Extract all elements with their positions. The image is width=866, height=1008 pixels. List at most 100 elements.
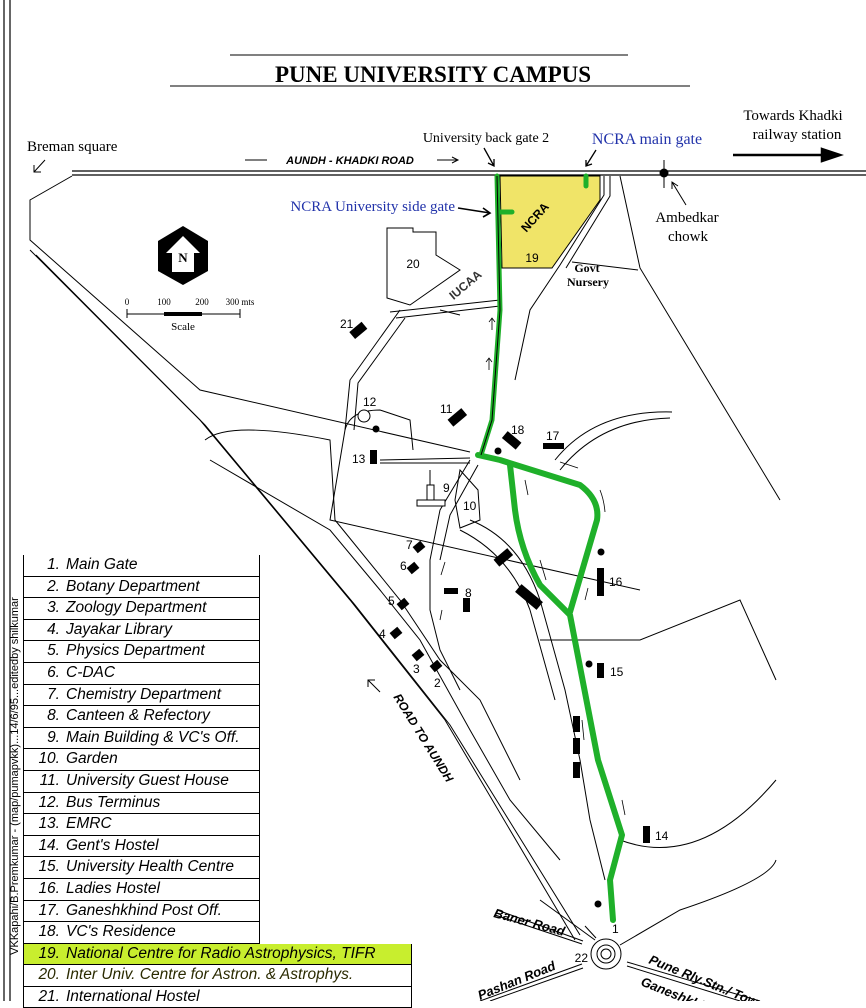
legend-item-number: 5.: [47, 642, 60, 660]
building-number: 17: [546, 429, 560, 443]
building-8b: [463, 598, 470, 612]
legend-item-label: Canteen & Refectory: [66, 707, 210, 725]
building-3: [411, 648, 425, 662]
roundabout: [479, 909, 761, 1001]
legend-item: 3.Zoology Department: [24, 598, 260, 620]
building-number: 16: [609, 575, 623, 589]
legend-item-label: Ladies Hostel: [66, 879, 160, 897]
legend-item-number: 11.: [39, 771, 60, 789]
building-unnamed: [515, 584, 543, 610]
legend-item: 19.National Centre for Radio Astrophysic…: [24, 943, 412, 966]
arrow-icon: [437, 156, 460, 164]
legend-item-number: 16.: [38, 879, 60, 897]
legend-item-label: EMRC: [66, 815, 112, 833]
bus-stop-marker: [585, 660, 593, 668]
legend-item-number: 21.: [38, 987, 60, 1005]
govt-nursery-label: Govt: [574, 261, 599, 275]
legend-item-label: National Centre for Radio Astrophysics, …: [66, 944, 376, 962]
legend-item-label: International Hostel: [66, 987, 200, 1005]
legend-item: 5. Physics Department: [24, 641, 260, 663]
legend-item-label: Inter Univ. Centre for Astron. & Astroph…: [66, 966, 354, 984]
legend-item-label: Bus Terminus: [66, 793, 161, 811]
legend-item-label: Physics Department: [66, 642, 205, 660]
legend-item-label: Main Building & VC's Off.: [66, 728, 240, 746]
legend-item-label: Gent's Hostel: [66, 836, 159, 854]
building-11: [447, 408, 468, 427]
building-17: [543, 443, 564, 449]
legend-item: 2.Botany Department: [24, 576, 260, 599]
legend-item-number: 15.: [38, 858, 60, 876]
back-gate-label: University back gate 2: [423, 131, 549, 146]
legend-item-number: 20.: [38, 966, 60, 984]
scale-tick: 300 mts: [226, 297, 255, 307]
aundh-khadki-road: [72, 170, 866, 176]
pashan-road-label: Pashan Road: [476, 958, 559, 1001]
legend-item: 13.EMRC: [24, 814, 260, 836]
legend-item-label: Jayakar Library: [66, 620, 172, 638]
building-number: 12: [363, 395, 377, 409]
building-5: [396, 597, 410, 611]
building-number: 18: [511, 423, 525, 437]
building-number: 4: [379, 627, 386, 641]
legend-item-label: VC's Residence: [66, 923, 176, 941]
towards-khadki-label-2: railway station: [753, 127, 842, 143]
legend-item-number: 2.: [47, 577, 60, 595]
building-number: 2: [434, 676, 441, 690]
legend-item-number: 8.: [47, 707, 60, 725]
building-15: [597, 663, 604, 678]
scale-bar: 0 100 200 300 mts Scale: [125, 297, 255, 333]
building-number: 8: [465, 586, 472, 600]
legend-item-number: 9.: [47, 728, 60, 746]
legend-item: 18.VC's Residence: [24, 922, 260, 944]
legend-item: 12.Bus Terminus: [24, 792, 260, 815]
road-to-aundh-label: ROAD TO AUNDH: [391, 691, 457, 785]
left-border: [3, 0, 11, 1001]
scale-tick: 200: [195, 297, 209, 307]
arrow-icon: [33, 159, 46, 173]
legend-item-label: Chemistry Department: [66, 685, 222, 703]
building-number: 3: [413, 662, 420, 676]
breman-square-label: Breman square: [27, 139, 118, 155]
ambedkar-label-2: chowk: [668, 229, 708, 245]
arrow-icon: [585, 149, 597, 167]
legend-item: 1.Main Gate: [24, 555, 260, 577]
legend-item: 4.Jayakar Library: [24, 619, 260, 642]
legend-item: 20. Inter Univ. Centre for Astron. & Astr…: [24, 965, 412, 987]
legend-item: 11. University Guest House: [24, 770, 260, 793]
building-4: [389, 626, 403, 640]
legend-item: 7. Chemistry Department: [24, 684, 260, 707]
building-number: 11: [440, 402, 453, 416]
legend-item-number: 6.: [47, 663, 60, 681]
legend-item: 17.Ganeshkhind Post Off.: [24, 900, 260, 923]
legend-item: 15. University Health Centre: [24, 857, 260, 879]
legend-item: 21. International Hostel: [24, 986, 412, 1008]
map-title: PUNE UNIVERSITY CAMPUS: [275, 62, 591, 87]
legend-item-number: 7.: [47, 685, 60, 703]
towards-khadki-label: Towards Khadki: [743, 108, 842, 124]
building-hostel: [573, 762, 580, 778]
building-16: [597, 568, 604, 596]
compass-north-icon: N: [158, 226, 208, 285]
arrow-icon: [483, 147, 495, 168]
building-7: [412, 540, 426, 554]
legend-item-label: University Health Centre: [66, 858, 234, 876]
legend-item: 9. Main Building & VC's Off.: [24, 727, 260, 750]
legend-item: 16. Ladies Hostel: [24, 878, 260, 901]
building-number: 19: [525, 251, 539, 265]
baner-road-label: Baner Road: [492, 905, 567, 939]
building-number: 6: [400, 559, 407, 573]
building-8a: [444, 588, 458, 594]
scale-tick: 0: [125, 297, 130, 307]
legend-item-number: 14.: [38, 836, 60, 854]
legend-item-label: University Guest House: [66, 771, 229, 789]
legend-item-number: 1.: [47, 556, 60, 573]
legend-item: 14. Gent's Hostel: [24, 835, 260, 858]
bus-stop-marker: [372, 425, 380, 433]
legend-item-label: Ganeshkhind Post Off.: [66, 901, 222, 919]
scale-label: Scale: [171, 321, 195, 333]
arrow-icon: [457, 207, 492, 218]
building-number: 21: [340, 317, 354, 331]
svg-text:N: N: [178, 250, 188, 265]
building-21: [349, 321, 368, 339]
legend-item: 10.Garden: [24, 749, 260, 771]
